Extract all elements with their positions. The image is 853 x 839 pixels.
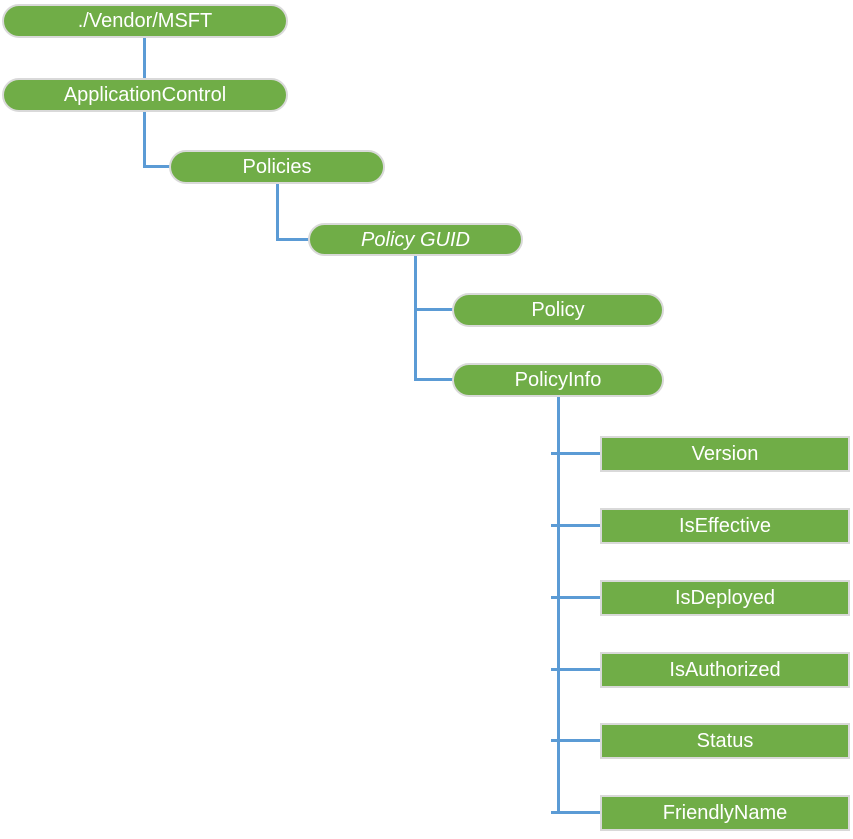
node-label-version: Version (691, 443, 759, 465)
node-label-vendor-msft: ./Vendor/MSFT (77, 10, 213, 32)
tree-node-friendly-name: FriendlyName (600, 795, 850, 831)
connector-policy-info-to-status (551, 739, 600, 742)
node-label-policies: Policies (242, 156, 312, 178)
connector-policy-guid-trunk (414, 256, 417, 381)
tree-node-application-control: ApplicationControl (2, 78, 288, 112)
tree-node-is-effective: IsEffective (600, 508, 850, 544)
connector-policy-info-to-is-deployed (551, 596, 600, 599)
connector-policy-info-to-friendly-name (551, 811, 600, 814)
connector-policy-guid-to-policy (414, 308, 454, 311)
connector-policy-info-trunk (557, 397, 560, 814)
tree-node-is-deployed: IsDeployed (600, 580, 850, 616)
node-label-is-deployed: IsDeployed (674, 587, 776, 609)
tree-node-is-authorized: IsAuthorized (600, 652, 850, 688)
node-label-policy-guid: Policy GUID (361, 228, 470, 251)
tree-node-policy-guid: Policy GUID (308, 223, 523, 256)
connector-application-control-to-policies-horizontal (143, 165, 171, 168)
connector-application-control-to-policies-vertical (143, 112, 146, 168)
connector-policy-info-to-is-effective (551, 524, 600, 527)
tree-node-policy-info: PolicyInfo (452, 363, 664, 397)
node-label-status: Status (696, 730, 754, 752)
connector-policies-to-policy-guid-horizontal (276, 238, 310, 241)
node-label-is-authorized: IsAuthorized (669, 659, 781, 681)
node-label-is-effective: IsEffective (679, 515, 771, 537)
connector-policy-info-to-version (551, 452, 600, 455)
connector-policies-to-policy-guid-vertical (276, 184, 279, 241)
node-label-policy-info: PolicyInfo (514, 369, 602, 391)
node-label-friendly-name: FriendlyName (662, 802, 788, 824)
tree-node-vendor-msft: ./Vendor/MSFT (2, 4, 288, 38)
tree-node-version: Version (600, 436, 850, 472)
tree-node-policy: Policy (452, 293, 664, 327)
node-label-application-control: ApplicationControl (63, 84, 227, 106)
connector-policy-guid-to-policy-info (414, 378, 454, 381)
connector-policy-info-to-is-authorized (551, 668, 600, 671)
tree-node-policies: Policies (169, 150, 385, 184)
tree-node-status: Status (600, 723, 850, 759)
node-label-policy: Policy (531, 299, 585, 321)
connector-vendor-msft-to-application-control (143, 38, 146, 78)
